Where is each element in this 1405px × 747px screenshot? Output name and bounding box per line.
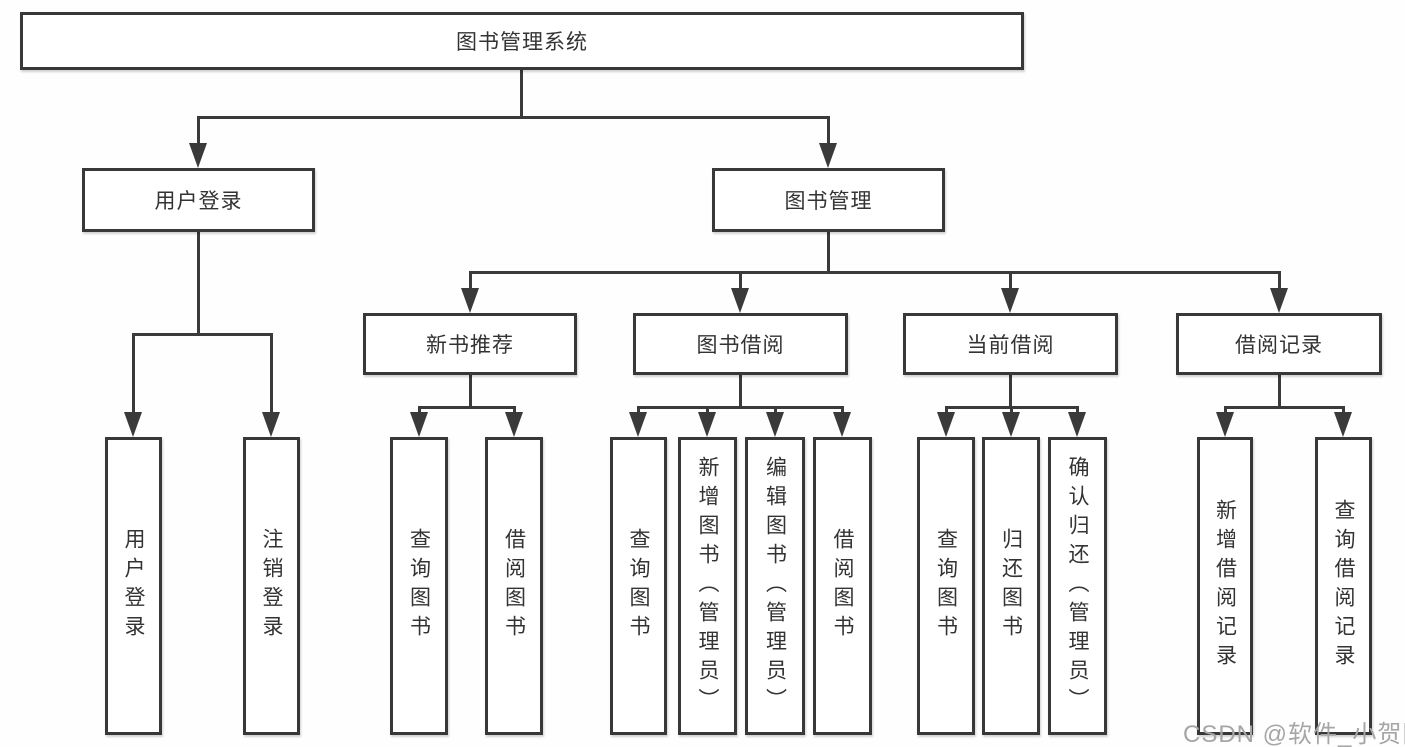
- leaf-return-book: 归还图书: [982, 437, 1040, 735]
- connector-line: [637, 406, 640, 416]
- leaf-edit-book-admin: 编辑图书（管理员）: [745, 437, 805, 735]
- node-label: 新书推荐: [426, 334, 514, 357]
- connector-line: [1224, 406, 1344, 409]
- node-label: 用户登录: [154, 190, 243, 213]
- connector-arrowhead-icon: [1001, 288, 1019, 313]
- connector-line: [637, 406, 844, 409]
- leaf-query-books-borrow: 查询图书: [610, 437, 667, 735]
- csdn-watermark: CSDN @软件_小贺同学: [1183, 721, 1405, 747]
- connector-line: [513, 406, 516, 416]
- node-label: 图书管理: [784, 190, 873, 213]
- connector-line: [469, 374, 472, 408]
- connector-arrowhead-icon: [819, 143, 837, 168]
- connector-arrowhead-icon: [629, 412, 647, 437]
- connector-line: [132, 333, 273, 336]
- connector-arrowhead-icon: [937, 412, 955, 437]
- connector-line: [469, 271, 1281, 274]
- node-label: 注销登录: [260, 528, 283, 644]
- node-label: 借阅图书: [502, 528, 526, 644]
- leaf-borrow-books-recommend: 借阅图书: [485, 437, 543, 735]
- leaf-confirm-return-admin: 确认归还（管理员）: [1048, 437, 1107, 735]
- node-user-login: 用户登录: [82, 168, 315, 232]
- connector-line: [1224, 406, 1227, 416]
- node-label: 借阅图书: [831, 528, 854, 644]
- leaf-query-borrow-record: 查询借阅记录: [1315, 437, 1372, 735]
- connector-line: [270, 333, 273, 413]
- connector-line: [1278, 374, 1281, 408]
- node-label: 新增借阅记录: [1213, 499, 1237, 673]
- connector-line: [418, 406, 516, 409]
- connector-line: [706, 406, 709, 416]
- connector-arrowhead-icon: [1002, 412, 1020, 437]
- connector-arrowhead-icon: [410, 412, 428, 437]
- connector-line: [469, 271, 472, 292]
- connector-line: [520, 67, 523, 118]
- connector-arrowhead-icon: [189, 143, 207, 168]
- connector-arrowhead-icon: [1068, 412, 1086, 437]
- connector-line: [945, 406, 948, 416]
- connector-arrowhead-icon: [731, 288, 749, 313]
- connector-arrowhead-icon: [1270, 288, 1288, 313]
- connector-line: [197, 116, 200, 146]
- leaf-add-book-admin: 新增图书（管理员）: [678, 437, 737, 735]
- node-label: 查询图书: [627, 528, 650, 644]
- connector-line: [1076, 406, 1079, 416]
- node-label: 借阅记录: [1235, 334, 1323, 357]
- connector-arrowhead-icon: [262, 412, 280, 437]
- node-new-book-recommend: 新书推荐: [363, 313, 577, 375]
- connector-line: [418, 406, 421, 416]
- connector-line: [1009, 271, 1012, 292]
- leaf-logout: 注销登录: [243, 437, 300, 735]
- connector-line: [132, 333, 135, 413]
- connector-line: [841, 406, 844, 416]
- node-library-system: 图书管理系统: [20, 12, 1024, 70]
- node-label: 查询借阅记录: [1332, 499, 1355, 673]
- connector-line: [1009, 374, 1012, 408]
- node-borrow-records: 借阅记录: [1176, 313, 1382, 375]
- node-current-borrow: 当前借阅: [903, 313, 1118, 375]
- connector-line: [1342, 406, 1345, 416]
- connector-line: [1010, 406, 1013, 416]
- node-label: 用户登录: [122, 528, 145, 644]
- leaf-query-books-recommend: 查询图书: [390, 437, 448, 735]
- node-label: 查询图书: [407, 528, 431, 644]
- connector-line: [197, 116, 830, 119]
- connector-arrowhead-icon: [766, 412, 784, 437]
- node-label: 查询图书: [934, 528, 958, 644]
- connector-line: [739, 271, 742, 292]
- node-label: 归还图书: [999, 528, 1023, 644]
- connector-line: [197, 232, 200, 336]
- leaf-add-borrow-record: 新增借阅记录: [1197, 437, 1253, 735]
- connector-line: [739, 374, 742, 408]
- leaf-query-books-current: 查询图书: [917, 437, 975, 735]
- connector-line: [1278, 271, 1281, 292]
- node-book-management: 图书管理: [712, 168, 945, 232]
- node-label: 编辑图书（管理员）: [763, 455, 787, 717]
- connector-line: [774, 406, 777, 416]
- node-label: 当前借阅: [966, 334, 1055, 357]
- connector-arrowhead-icon: [1216, 412, 1234, 437]
- connector-arrowhead-icon: [833, 412, 851, 437]
- node-label: 新增图书（管理员）: [696, 455, 719, 717]
- node-label: 图书管理系统: [456, 31, 588, 54]
- leaf-borrow-books: 借阅图书: [813, 437, 872, 735]
- connector-line: [827, 232, 830, 273]
- leaf-user-login: 用户登录: [105, 437, 162, 735]
- connector-arrowhead-icon: [698, 412, 716, 437]
- node-label: 确认归还（管理员）: [1066, 455, 1089, 717]
- node-book-borrow: 图书借阅: [633, 313, 848, 375]
- connector-arrowhead-icon: [505, 412, 523, 437]
- connector-arrowhead-icon: [461, 288, 479, 313]
- connector-arrowhead-icon: [1334, 412, 1352, 437]
- node-label: 图书借阅: [696, 334, 785, 357]
- connector-arrowhead-icon: [124, 412, 142, 437]
- connector-line: [827, 116, 830, 146]
